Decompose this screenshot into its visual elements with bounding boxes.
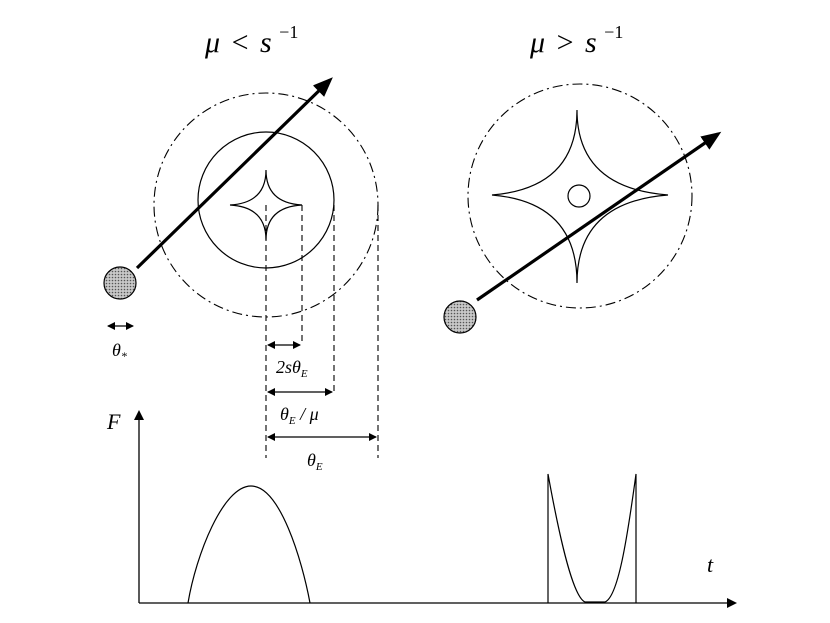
right-panel: μ > s −1 [443,22,722,334]
time-axis-label: t [707,552,714,577]
smooth-peak-curve [187,485,311,604]
light-curve-panel: F t [106,409,737,608]
right-title: μ > s −1 [529,22,623,59]
left-panel: μ < s −1 θ* 2sθE θE / μ θE [103,22,379,473]
small-source-circle [567,184,591,208]
caustic-crossing-curve [547,473,637,603]
inner-ring-radius-label: θE / μ [280,404,319,427]
star-width-label: θ* [112,340,127,363]
caustic-size-label: 2sθE [276,357,308,380]
source-trajectory-right [476,131,722,302]
source-star-left [103,266,137,300]
right-einstein-ring [467,83,693,309]
flux-axis-label: F [106,409,121,434]
einstein-radius-label: θE [307,450,323,473]
source-star-right [443,300,477,334]
left-title: μ < s −1 [204,22,298,59]
source-trajectory-left [135,77,333,270]
large-caustic [491,109,669,284]
